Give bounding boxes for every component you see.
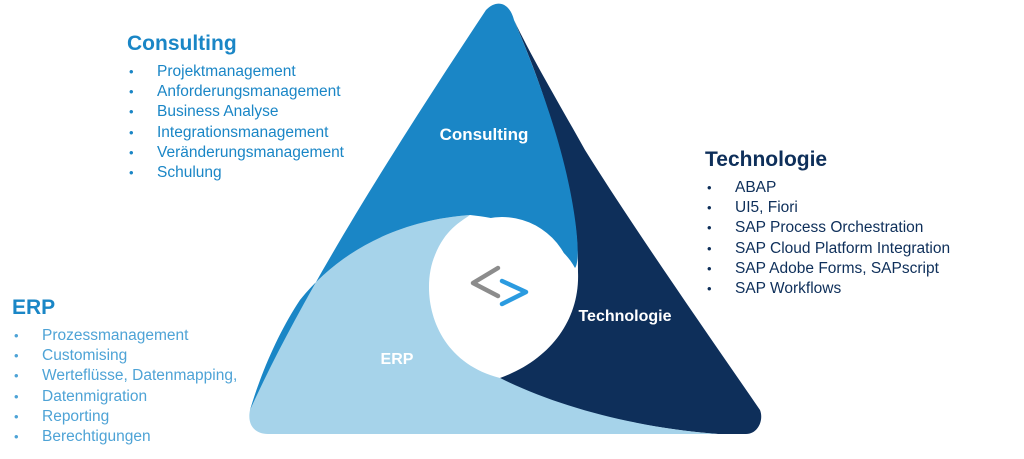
list-item: Reporting (12, 407, 237, 427)
technologie-segment-label: Technologie (578, 308, 671, 325)
list-item: Datenmigration (12, 387, 237, 407)
list-item: Werteflüsse, Datenmapping, (12, 366, 237, 386)
technologie-segment (500, 20, 762, 434)
list-item: Projektmanagement (127, 62, 344, 82)
erp-block: ERP Prozessmanagement Customising Wertef… (12, 296, 237, 447)
technologie-block: Technologie ABAP UI5, Fiori SAP Process … (705, 148, 950, 299)
list-item: Prozessmanagement (12, 326, 237, 346)
list-item: SAP Process Orchestration (705, 218, 950, 238)
list-item: SAP Adobe Forms, SAPscript (705, 259, 950, 279)
list-item: Berechtigungen (12, 427, 237, 447)
consulting-segment-label: Consulting (440, 125, 529, 144)
technologie-heading: Technologie (705, 148, 828, 171)
list-item: Schulung (127, 163, 344, 183)
center-circle (431, 217, 573, 359)
code-brackets-icon (470, 265, 529, 307)
list-item: Anforderungsmanagement (127, 82, 344, 102)
list-item: Veränderungsmanagement (127, 143, 344, 163)
list-item: Customising (12, 346, 237, 366)
consulting-block: Consulting Projektmanagement Anforderung… (127, 32, 344, 183)
consulting-heading: Consulting (127, 32, 237, 55)
list-item: Integrationsmanagement (127, 123, 344, 143)
erp-segment-label: ERP (381, 351, 414, 368)
list-item: SAP Cloud Platform Integration (705, 239, 950, 259)
list-item: Business Analyse (127, 102, 344, 122)
technologie-list: ABAP UI5, Fiori SAP Process Orchestratio… (705, 178, 950, 299)
erp-segment (249, 215, 718, 434)
consulting-list: Projektmanagement Anforderungsmanagement… (127, 62, 344, 183)
erp-heading: ERP (12, 296, 56, 319)
erp-list: Prozessmanagement Customising Werteflüss… (12, 326, 237, 447)
list-item: UI5, Fiori (705, 198, 950, 218)
list-item: SAP Workflows (705, 279, 950, 299)
list-item: ABAP (705, 178, 950, 198)
consulting-segment (250, 3, 578, 411)
